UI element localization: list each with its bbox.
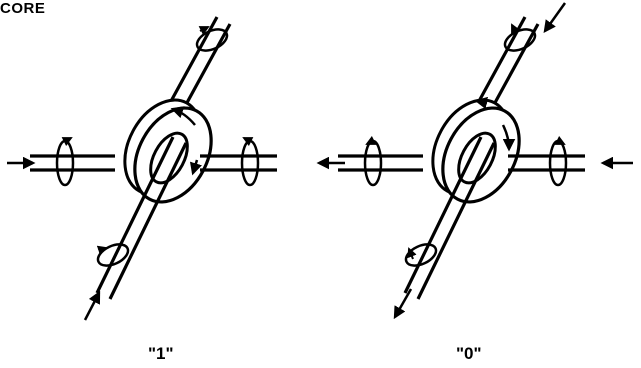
arrow-out-bottom	[393, 288, 413, 320]
core-0-caption: "0"	[456, 344, 482, 363]
arrow-in-top	[543, 2, 567, 34]
flux-arrow	[170, 106, 196, 126]
core-1-caption: "1"	[148, 344, 174, 363]
arrow-in-bottom	[83, 290, 101, 321]
core-1-assembly	[7, 15, 279, 321]
figure-title: CORE	[0, 0, 46, 17]
core-0-assembly	[316, 2, 633, 320]
flux-arrow	[501, 124, 516, 152]
